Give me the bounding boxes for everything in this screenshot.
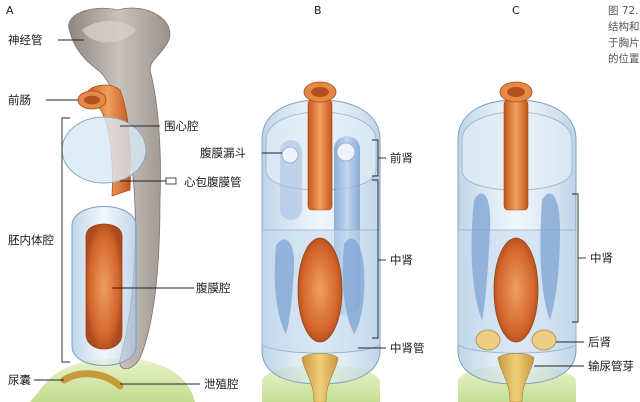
label-pericardial-cavity: 围心腔 (164, 119, 199, 133)
panel-b-letter: B (314, 4, 322, 17)
label-mesonephros-c: 中肾 (590, 251, 613, 265)
panel-a-figure (30, 8, 195, 402)
panel-c-figure (458, 82, 576, 402)
label-mesonephros-b: 中肾 (390, 253, 413, 267)
label-allantois: 尿囊 (8, 373, 31, 387)
caption-line-1: 图 72. (608, 5, 639, 17)
label-ureteric-bud: 输尿管芽 (588, 359, 634, 373)
panel-b-figure (262, 82, 380, 402)
label-metanephros: 后肾 (588, 335, 611, 349)
caption-line-4: 的位置 (608, 52, 640, 65)
label-neural-tube: 神经管 (8, 33, 43, 47)
label-intraembryonic-coelom: 胚内体腔 (8, 233, 54, 247)
caption-line-3: 于胸片 (608, 36, 640, 49)
panel-a-letter: A (6, 4, 14, 17)
panel-c-letter: C (512, 4, 520, 17)
label-foregut: 前肠 (8, 93, 31, 107)
label-cloaca: 泄殖腔 (204, 377, 239, 391)
label-mesonephric-duct: 中肾管 (390, 341, 425, 355)
label-pericardioperitoneal-canal: 心包腹膜管 (184, 175, 242, 189)
label-pronephros: 前肾 (390, 151, 413, 165)
label-peritoneal-cavity: 腹膜腔 (196, 281, 231, 295)
caption-line-2: 结构和 (608, 20, 640, 33)
label-nephrostome: 腹膜漏斗 (200, 146, 246, 160)
